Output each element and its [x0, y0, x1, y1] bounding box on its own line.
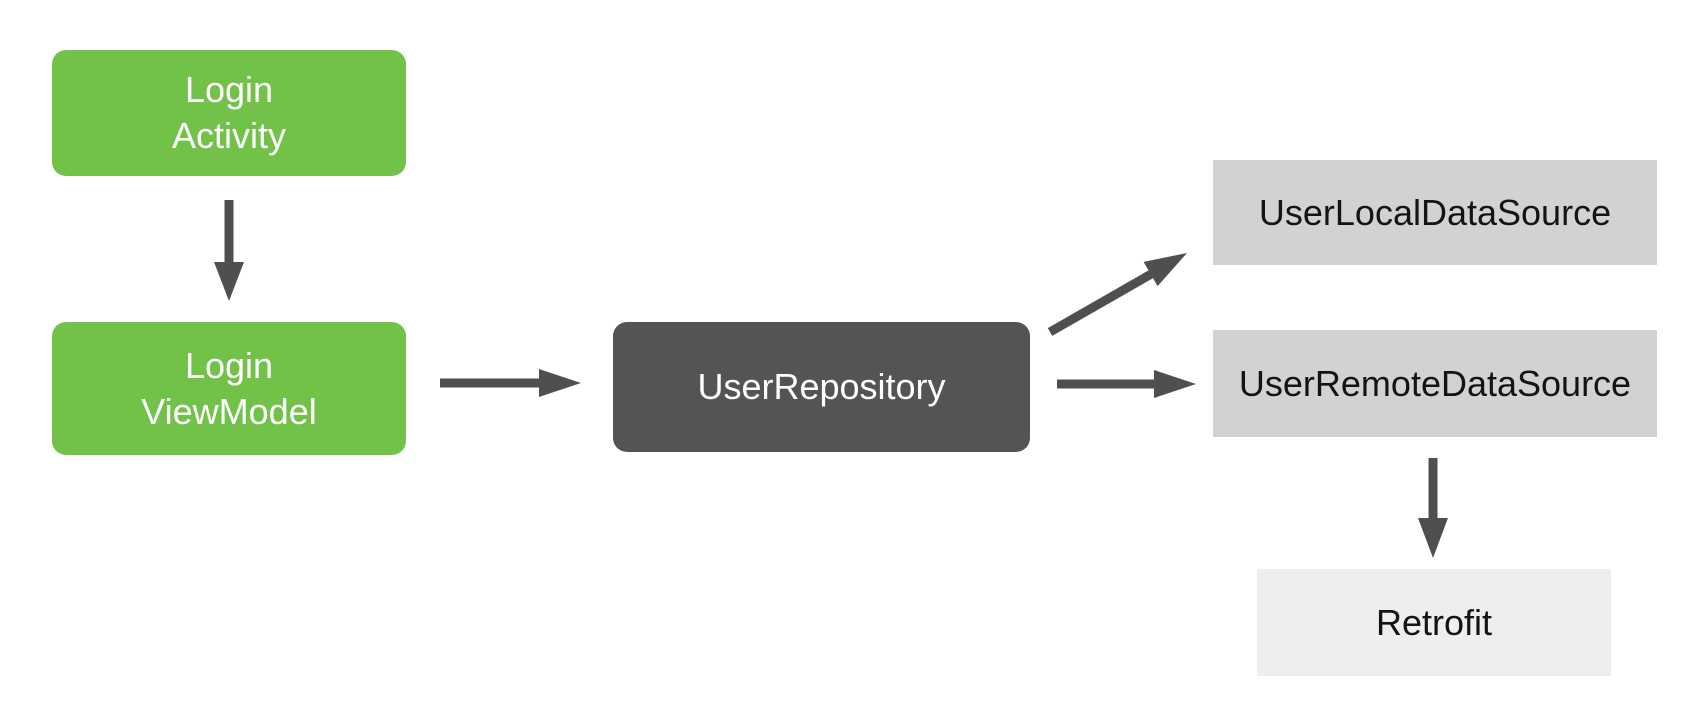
- arrow-user-repository-to-user-local-data-source: [1047, 253, 1187, 336]
- node-label: Login: [184, 344, 274, 386]
- node-login-viewmodel: Login ViewModel: [52, 322, 406, 455]
- node-label: UserLocalDataSource: [1258, 191, 1612, 233]
- node-label: Login: [184, 69, 274, 110]
- arrow-user-repository-to-user-remote-data-source: [1057, 370, 1196, 398]
- node-user-repository: UserRepository: [613, 322, 1030, 452]
- arrow-user-remote-data-source-to-retrofit: [1418, 458, 1448, 558]
- node-login-activity: Login Activity: [52, 50, 406, 176]
- arrow-login-activity-to-login-viewmodel: [214, 200, 244, 301]
- node-label: UserRemoteDataSource: [1238, 362, 1632, 404]
- node-label: ViewModel: [141, 390, 317, 432]
- node-user-local-data-source: UserLocalDataSource: [1213, 160, 1657, 265]
- node-label: Retrofit: [1375, 601, 1493, 643]
- node-user-remote-data-source: UserRemoteDataSource: [1213, 330, 1657, 437]
- node-retrofit: Retrofit: [1257, 569, 1611, 676]
- arrow-login-viewmodel-to-user-repository: [440, 369, 581, 397]
- node-label: Activity: [171, 115, 286, 156]
- node-label: UserRepository: [697, 366, 946, 407]
